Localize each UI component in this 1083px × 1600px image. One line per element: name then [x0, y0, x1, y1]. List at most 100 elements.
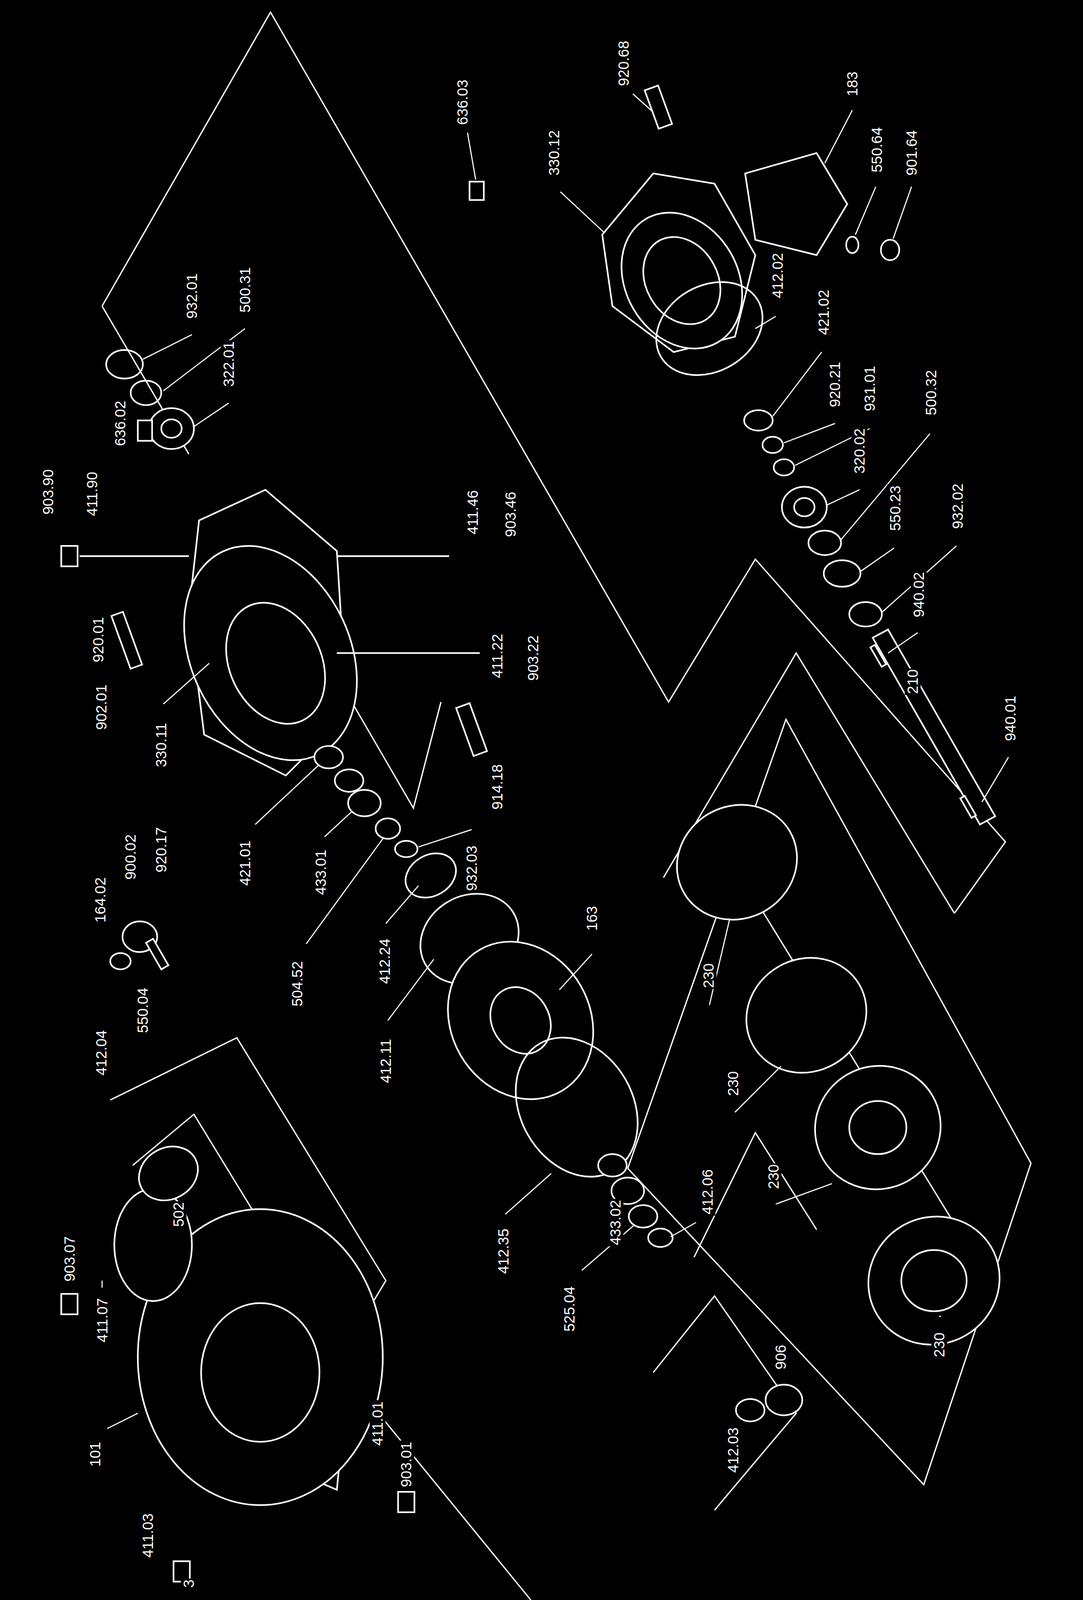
impeller-eye: [901, 1250, 967, 1313]
callout-number: 412.04: [93, 1029, 109, 1078]
callout-number: 932.02: [949, 482, 966, 530]
ring: [823, 560, 861, 588]
callout-number: 903.22: [524, 634, 541, 683]
bearing-bore: [793, 498, 815, 517]
callout-number: 411.07: [94, 1297, 110, 1345]
axis-line: [336, 555, 449, 558]
impeller: [845, 1192, 1024, 1369]
plug: [137, 420, 152, 441]
callout-number: 920.01: [90, 616, 106, 665]
washer: [773, 459, 794, 476]
callout-number: 900.02: [122, 833, 139, 882]
screw: [644, 85, 673, 129]
impeller: [655, 783, 819, 942]
mechanical-seal: [347, 790, 381, 817]
callout-number: 940.01: [1002, 694, 1019, 743]
plug: [398, 1492, 415, 1513]
nut: [880, 239, 900, 261]
ring: [130, 380, 162, 406]
callout-number: 210: [904, 668, 921, 696]
leader-lines: [102, 94, 1009, 1430]
callout-number: 525.04: [561, 1286, 578, 1334]
casing-cover: [419, 915, 622, 1126]
callout-number: 230: [931, 1332, 947, 1359]
spacer: [375, 818, 401, 839]
callout-number: 550.64: [868, 126, 885, 174]
washer: [762, 436, 783, 454]
group-outline: [627, 719, 1031, 1486]
sleeve: [628, 1205, 658, 1229]
o-ring: [109, 953, 131, 970]
foot: [745, 152, 848, 256]
callout-number: 433.01: [312, 849, 329, 897]
screw: [456, 703, 488, 757]
callout-number: 940.02: [910, 571, 927, 620]
o-ring: [639, 263, 780, 394]
callout-number: 412.03: [724, 1426, 741, 1475]
callout-number: 932.01: [184, 272, 201, 320]
callout-number: 421.02: [815, 288, 832, 337]
washer: [846, 236, 859, 254]
group-outlines: [102, 12, 1032, 1600]
key: [870, 645, 887, 668]
callout-number: 230: [765, 1163, 782, 1191]
callout-number: 412.02: [769, 251, 786, 300]
callout-number: 920.68: [615, 39, 632, 87]
callout-number: 411.90: [83, 471, 100, 518]
group-outline: [694, 1133, 817, 1258]
stud: [145, 939, 169, 970]
bearing: [148, 408, 194, 450]
impeller-nut: [765, 1385, 803, 1417]
axis-line: [336, 652, 480, 655]
callout-number: 903.01: [398, 1441, 415, 1489]
callout-number: 920.17: [153, 826, 170, 875]
callout-number: 230: [724, 1070, 741, 1098]
callout-number: 903.90: [39, 468, 56, 516]
callout-number: 550.23: [887, 484, 903, 533]
bearing-bore: [161, 419, 182, 438]
callout-number: 502: [170, 1201, 187, 1228]
cover-bore: [478, 976, 563, 1066]
seal-ring: [744, 410, 773, 431]
callout-number: 636.02: [112, 400, 129, 448]
suction-nozzle: [201, 1303, 320, 1443]
callout-number: 920.21: [827, 361, 844, 409]
callout-number: 412.35: [495, 1227, 512, 1276]
callout-number: 906: [772, 1344, 789, 1372]
callout-number: 433.02: [607, 1199, 624, 1247]
shaft: [872, 629, 996, 825]
callout-number: 901.64: [903, 129, 920, 178]
impeller-eye: [849, 1101, 907, 1155]
impeller: [792, 1043, 964, 1213]
callout-number: 411.03: [140, 1513, 157, 1560]
circlip: [394, 841, 418, 858]
wear-ring: [128, 1136, 208, 1212]
callout-number: 412.11: [378, 1038, 394, 1086]
callout-number: 550.04: [135, 986, 151, 1035]
o-ring: [491, 1015, 662, 1200]
callout-number: 421.01: [236, 840, 253, 888]
callout-number: 411.46: [464, 489, 481, 536]
circlip: [106, 349, 144, 379]
callout-number: 932.03: [463, 845, 480, 893]
callout-number: 330.11: [153, 721, 170, 769]
parts: [61, 85, 1024, 1583]
group-outline: [102, 306, 190, 455]
callout-number: 903.07: [61, 1235, 78, 1284]
bracket-bore: [627, 223, 736, 339]
bracket-bore: [207, 586, 344, 741]
group-outline: [102, 12, 1006, 914]
callout-number: 412.06: [699, 1168, 716, 1217]
callout-number: 914.18: [489, 763, 505, 811]
callout-number: 183: [844, 70, 861, 97]
o-ring: [648, 1229, 673, 1248]
callout-number: 164.02: [92, 876, 108, 925]
callout-number: 504.52: [289, 960, 305, 1008]
callout-number: 500.31: [236, 266, 253, 314]
group-outline: [109, 1037, 531, 1600]
callout-number: 903.46: [502, 490, 519, 539]
callout-number: 322.01: [220, 340, 237, 389]
ring: [808, 531, 842, 556]
o-ring: [397, 845, 464, 908]
